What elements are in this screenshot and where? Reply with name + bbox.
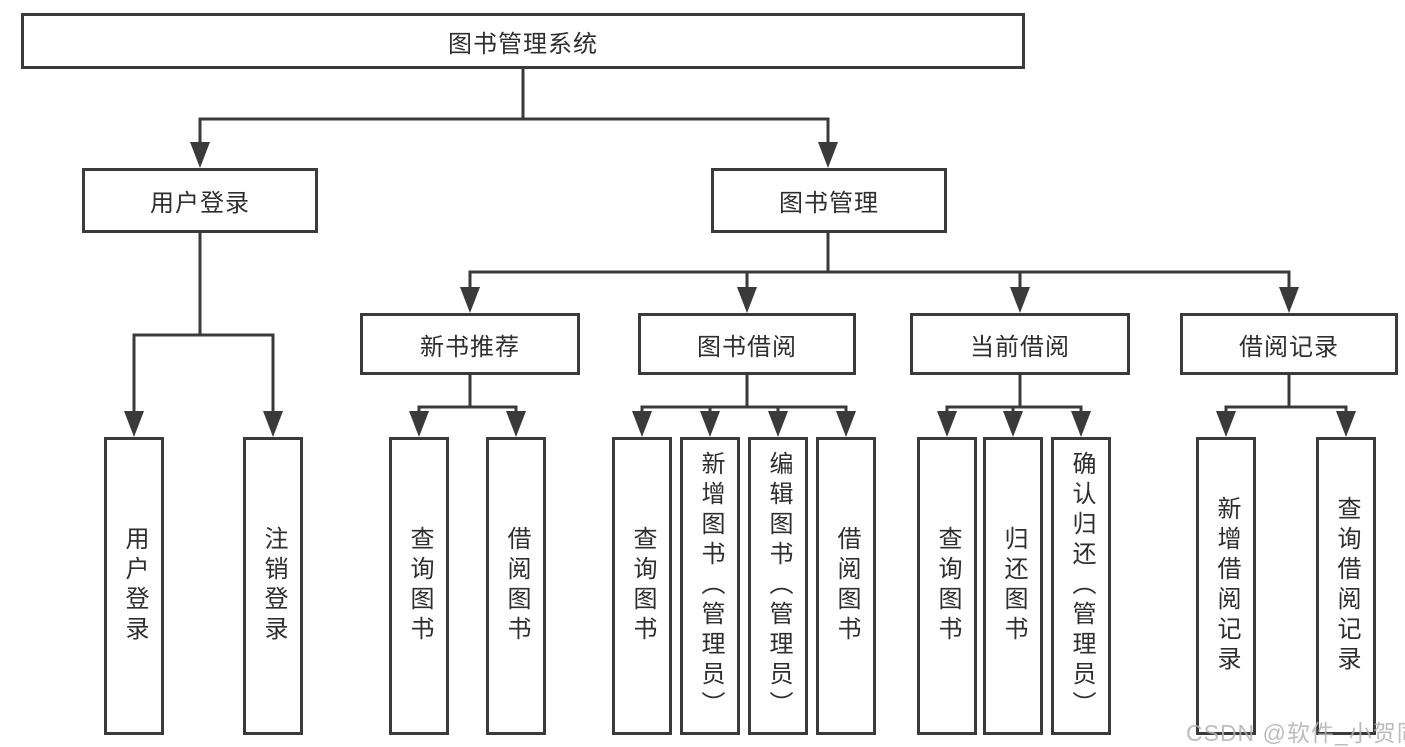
arrowhead-icon [1279, 287, 1299, 313]
arrowhead-icon [263, 411, 283, 437]
leaf-logout: 注销登录 [243, 437, 303, 735]
leaf-query-books-recommend: 查询图书 [389, 437, 449, 735]
connector-currentborrow-to-leaves [937, 375, 1091, 437]
arrowhead-icon [1071, 411, 1091, 437]
leaf-add-books-admin: 新增图书（管理员） [680, 437, 740, 735]
arrowhead-icon [836, 411, 856, 437]
node-user-login: 用户登录 [82, 168, 318, 233]
leaf-query-borrow-record: 查询借阅记录 [1316, 437, 1376, 735]
arrowhead-icon [506, 411, 526, 437]
arrowhead-icon [700, 411, 720, 437]
connector-newbooks-to-leaves [409, 375, 526, 437]
leaf-edit-books-admin: 编辑图书（管理员） [748, 437, 808, 735]
node-new-book-recommend: 新书推荐 [360, 313, 580, 375]
arrowhead-icon [1216, 411, 1236, 437]
arrowhead-icon [1003, 411, 1023, 437]
arrowhead-icon [818, 142, 838, 168]
leaf-user-login: 用户登录 [104, 437, 164, 735]
arrowhead-icon [190, 142, 210, 168]
connector-bookborrow-to-leaves [632, 375, 856, 437]
arrowhead-icon [460, 287, 480, 313]
connector-userlogin-to-leaves [124, 233, 283, 437]
arrowhead-icon [409, 411, 429, 437]
arrowhead-icon [737, 287, 757, 313]
arrowhead-icon [632, 411, 652, 437]
node-borrow-records: 借阅记录 [1180, 313, 1398, 375]
connector-bookmgmt-to-level3 [460, 233, 1299, 313]
connector-root-to-level2 [190, 69, 838, 168]
arrowhead-icon [124, 411, 144, 437]
leaf-borrow-books-recommend: 借阅图书 [486, 437, 546, 735]
leaf-query-books-borrow: 查询图书 [612, 437, 672, 735]
node-book-borrow: 图书借阅 [638, 313, 856, 375]
arrowhead-icon [768, 411, 788, 437]
leaf-borrow-books: 借阅图书 [816, 437, 876, 735]
node-book-management: 图书管理 [711, 168, 947, 233]
arrowhead-icon [1336, 411, 1356, 437]
leaf-query-books-current: 查询图书 [917, 437, 977, 735]
node-current-borrow: 当前借阅 [910, 313, 1130, 375]
leaf-return-books: 归还图书 [983, 437, 1043, 735]
arrowhead-icon [937, 411, 957, 437]
leaf-confirm-return-admin: 确认归还（管理员） [1051, 437, 1111, 735]
connector-borrowrecords-to-leaves [1216, 375, 1356, 437]
node-root-system: 图书管理系统 [21, 13, 1025, 69]
leaf-add-borrow-record: 新增借阅记录 [1196, 437, 1256, 735]
arrowhead-icon [1010, 287, 1030, 313]
